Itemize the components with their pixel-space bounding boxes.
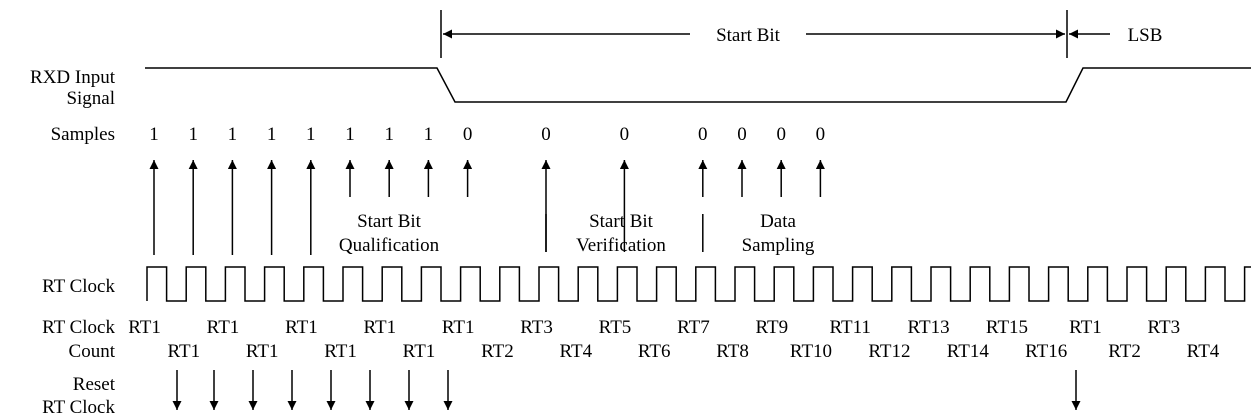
count-label-bottom: RT1 bbox=[403, 341, 436, 362]
count-label-top: RT13 bbox=[908, 317, 950, 338]
count-label-bottom: RT6 bbox=[638, 341, 671, 362]
phase-data-sampling-line1: Data bbox=[760, 211, 796, 232]
rt-clock-label: RT Clock bbox=[42, 276, 115, 297]
count-label-top: RT7 bbox=[677, 317, 710, 338]
reset-arrows bbox=[172, 370, 1081, 410]
rxd-input-waveform bbox=[145, 67, 1251, 103]
sample-arrows bbox=[149, 160, 825, 255]
sample-value: 1 bbox=[345, 124, 355, 145]
count-label-top: RT3 bbox=[1147, 317, 1180, 338]
count-label-bottom: RT1 bbox=[246, 341, 279, 362]
sample-value: 0 bbox=[463, 124, 473, 145]
count-label-top: RT9 bbox=[755, 317, 788, 338]
reset-rt-clock-label-line2: RT Clock bbox=[42, 397, 115, 418]
rxd-label-line1: RXD Input bbox=[30, 67, 116, 88]
count-label-top: RT15 bbox=[986, 317, 1028, 338]
sample-value: 0 bbox=[698, 124, 708, 145]
count-label-bottom: RT16 bbox=[1025, 341, 1067, 362]
count-label-top: RT1 bbox=[363, 317, 396, 338]
count-label-top: RT1 bbox=[442, 317, 475, 338]
phase-data-sampling-line2: Sampling bbox=[742, 235, 815, 256]
start-bit-label: Start Bit bbox=[716, 25, 781, 46]
sample-value: 0 bbox=[776, 124, 786, 145]
reset-rt-clock-label-line1: Reset bbox=[73, 374, 116, 395]
count-label-top: RT1 bbox=[207, 317, 240, 338]
sample-value: 0 bbox=[541, 124, 551, 145]
sample-value: 0 bbox=[816, 124, 826, 145]
sample-value: 0 bbox=[620, 124, 630, 145]
sample-value: 1 bbox=[306, 124, 316, 145]
count-label-bottom: RT14 bbox=[947, 341, 990, 362]
count-label-bottom: RT4 bbox=[1187, 341, 1220, 362]
count-label-bottom: RT2 bbox=[1108, 341, 1141, 362]
start-bit-bracket bbox=[440, 10, 1110, 58]
count-label-bottom: RT8 bbox=[716, 341, 749, 362]
sample-value: 1 bbox=[149, 124, 159, 145]
sample-values: 1 1 1 1 1 1 1 1 0 0 0 0 0 0 0 bbox=[149, 124, 825, 145]
phase-qualification-line2: Qualification bbox=[339, 235, 440, 256]
lsb-label: LSB bbox=[1128, 25, 1163, 46]
samples-label: Samples bbox=[51, 124, 115, 145]
sample-value: 1 bbox=[228, 124, 238, 145]
sample-value: 1 bbox=[424, 124, 434, 145]
count-label-bottom: RT4 bbox=[559, 341, 592, 362]
phase-verification-line2: Verification bbox=[576, 235, 666, 256]
count-label-top: RT1 bbox=[285, 317, 318, 338]
count-label-top: RT3 bbox=[520, 317, 553, 338]
count-label-bottom: RT1 bbox=[167, 341, 200, 362]
count-label-top: RT5 bbox=[599, 317, 632, 338]
rt-clock-count-label-line2: Count bbox=[69, 341, 116, 362]
count-label-bottom: RT12 bbox=[868, 341, 910, 362]
phase-qualification-line1: Start Bit bbox=[357, 211, 422, 232]
phase-verification-line1: Start Bit bbox=[589, 211, 654, 232]
sample-value: 1 bbox=[188, 124, 198, 145]
rxd-label-line2: Signal bbox=[66, 88, 115, 109]
rt-clock-count-top-row: RT1 RT1 RT1 RT1 RT1 RT3 RT5 RT7 RT9 RT11 RT13 RT15 R… bbox=[128, 317, 1180, 338]
count-label-bottom: RT2 bbox=[481, 341, 514, 362]
sample-value: 1 bbox=[384, 124, 394, 145]
rt-clock-count-bottom-row: RT1 RT1 RT1 RT1 RT2 RT4 RT6 RT8 RT10 RT12 RT14 RT16… bbox=[167, 341, 1219, 362]
count-label-bottom: RT1 bbox=[324, 341, 357, 362]
sample-value: 1 bbox=[267, 124, 277, 145]
rt-clock-waveform bbox=[146, 266, 1251, 302]
rt-clock-count-label-line1: RT Clock bbox=[42, 317, 115, 338]
count-label-top: RT1 bbox=[1069, 317, 1102, 338]
count-label-bottom: RT10 bbox=[790, 341, 832, 362]
count-label-top: RT11 bbox=[829, 317, 870, 338]
sample-value: 0 bbox=[737, 124, 747, 145]
count-label-top: RT1 bbox=[128, 317, 161, 338]
